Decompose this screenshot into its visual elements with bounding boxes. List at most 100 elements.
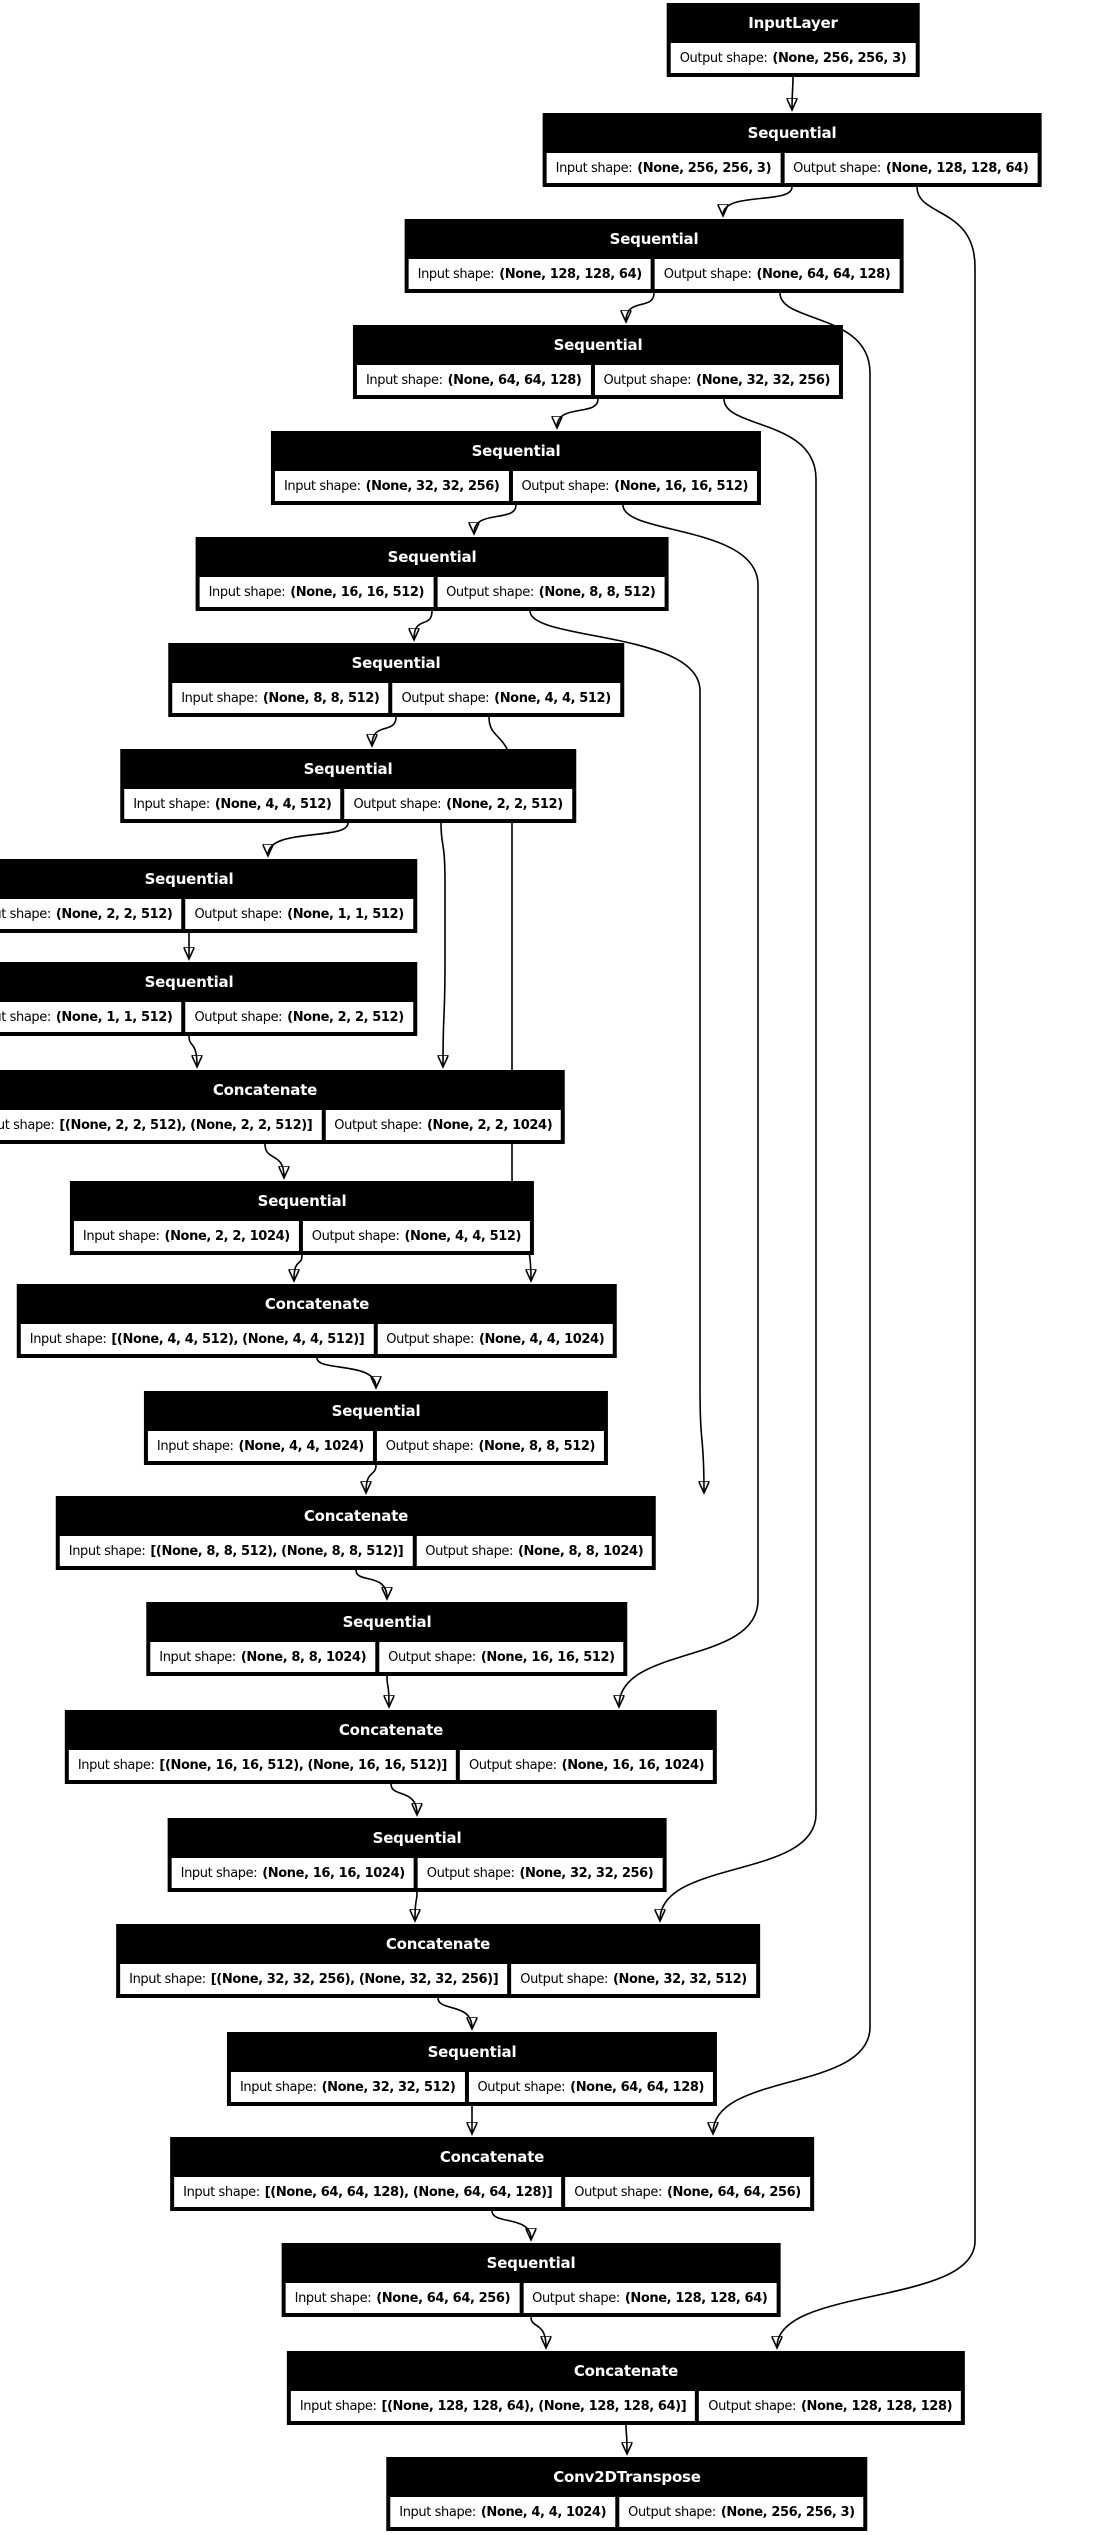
edge-flow-10-11 bbox=[264, 1143, 284, 1177]
input-shape-value: (None, 256, 256, 3) bbox=[637, 160, 772, 176]
node-shape-row: Input shape:(None, 2, 2, 512) Output sha… bbox=[0, 899, 413, 929]
output-shape-label: Output shape: bbox=[426, 1865, 515, 1881]
node-title: Concatenate bbox=[573, 2362, 679, 2380]
output-shape-value: (None, 8, 8, 512) bbox=[538, 584, 656, 600]
output-shape-cell: Output shape:(None, 2, 2, 1024) bbox=[325, 1110, 562, 1140]
output-shape-label: Output shape: bbox=[679, 50, 768, 66]
node-title: Sequential bbox=[372, 1829, 462, 1847]
node-sequential-14: Sequential Input shape:(None, 32, 32, 51… bbox=[226, 2032, 718, 2106]
output-shape-label: Output shape: bbox=[628, 2504, 716, 2520]
edge-flow-16-17 bbox=[390, 1783, 417, 1814]
node-concatenate-1: Concatenate Input shape:[(None, 2, 2, 51… bbox=[0, 1070, 566, 1144]
edge-flow-22-23 bbox=[626, 2424, 627, 2453]
edge-flow-5-6 bbox=[414, 610, 433, 639]
output-shape-label: Output shape: bbox=[663, 266, 752, 282]
output-shape-label: Output shape: bbox=[311, 1228, 400, 1244]
input-shape-label: Input shape: bbox=[82, 1228, 160, 1244]
node-title: Concatenate bbox=[385, 1935, 491, 1953]
edge-skip-3-18 bbox=[660, 398, 817, 1920]
input-shape-cell: Input shape:(None, 64, 64, 256) bbox=[285, 2283, 520, 2313]
node-shape-row: Input shape:(None, 2, 2, 1024) Output sh… bbox=[73, 1221, 531, 1251]
edge-flow-1-2 bbox=[723, 186, 793, 215]
node-shape-row: Input shape:[(None, 32, 32, 256), (None,… bbox=[120, 1964, 756, 1994]
input-shape-value: [(None, 4, 4, 512), (None, 4, 4, 512)] bbox=[111, 1331, 365, 1347]
node-sequential-5: Sequential Input shape:(None, 16, 16, 51… bbox=[195, 537, 669, 611]
output-shape-label: Output shape: bbox=[386, 1331, 474, 1347]
output-shape-label: Output shape: bbox=[385, 1438, 474, 1454]
output-shape-value: (None, 8, 8, 512) bbox=[478, 1438, 596, 1454]
node-sequential-2: Sequential Input shape:(None, 128, 128, … bbox=[404, 219, 904, 293]
node-title: Sequential bbox=[486, 2254, 576, 2272]
edge-flow-7-8 bbox=[268, 822, 349, 855]
output-shape-label: Output shape: bbox=[574, 2184, 662, 2200]
node-title: Sequential bbox=[747, 124, 837, 142]
input-shape-label: Input shape: bbox=[417, 266, 495, 282]
input-shape-label: Input shape: bbox=[156, 1438, 234, 1454]
input-shape-cell: Input shape:(None, 1, 1, 512) bbox=[0, 1002, 182, 1032]
input-shape-cell: Input shape:(None, 4, 4, 1024) bbox=[147, 1431, 373, 1461]
node-title: Concatenate bbox=[303, 1507, 409, 1525]
node-title: Sequential bbox=[144, 973, 234, 991]
edge-skip-2-20 bbox=[713, 292, 871, 2133]
node-sequential-4: Sequential Input shape:(None, 32, 32, 25… bbox=[270, 431, 762, 505]
node-title: Sequential bbox=[609, 230, 699, 248]
edge-flow-9-10 bbox=[188, 1035, 197, 1066]
node-sequential-10: Sequential Input shape:(None, 2, 2, 1024… bbox=[69, 1181, 535, 1255]
node-sequential-8: Sequential Input shape:(None, 2, 2, 512)… bbox=[0, 859, 417, 933]
output-shape-label: Output shape: bbox=[468, 1757, 557, 1773]
edge-flow-6-7 bbox=[372, 716, 397, 745]
input-shape-label: Input shape: bbox=[0, 1117, 55, 1133]
input-shape-value: [(None, 8, 8, 512), (None, 8, 8, 512)] bbox=[150, 1543, 404, 1559]
output-shape-cell: Output shape:(None, 64, 64, 128) bbox=[654, 259, 900, 289]
node-sequential-11: Sequential Input shape:(None, 4, 4, 1024… bbox=[143, 1391, 609, 1465]
input-shape-cell: Input shape:(None, 8, 8, 512) bbox=[172, 683, 389, 713]
node-title: Sequential bbox=[471, 442, 561, 460]
node-shape-row: Input shape:(None, 32, 32, 512) Output s… bbox=[230, 2072, 714, 2102]
node-sequential-3: Sequential Input shape:(None, 64, 64, 12… bbox=[352, 325, 844, 399]
node-shape-row: Input shape:[(None, 16, 16, 512), (None,… bbox=[68, 1750, 714, 1780]
node-title: Sequential bbox=[303, 760, 393, 778]
output-shape-cell: Output shape:(None, 4, 4, 1024) bbox=[377, 1324, 614, 1354]
output-shape-value: (None, 256, 256, 3) bbox=[772, 50, 907, 66]
input-shape-cell: Input shape:(None, 8, 8, 1024) bbox=[150, 1642, 376, 1672]
output-shape-cell: Output shape:(None, 4, 4, 512) bbox=[302, 1221, 531, 1251]
output-shape-cell: Output shape:(None, 8, 8, 512) bbox=[376, 1431, 605, 1461]
node-shape-row: Input shape:(None, 256, 256, 3) Output s… bbox=[546, 153, 1038, 183]
edge-skip-7-10 bbox=[441, 822, 445, 1066]
output-shape-value: (None, 16, 16, 512) bbox=[614, 478, 749, 494]
edge-flow-13-14 bbox=[366, 1464, 377, 1492]
output-shape-cell: Output shape:(None, 32, 32, 256) bbox=[594, 365, 840, 395]
output-shape-cell: Output shape:(None, 128, 128, 128) bbox=[699, 2391, 962, 2421]
output-shape-cell: Output shape:(None, 32, 32, 256) bbox=[417, 1858, 663, 1888]
node-title: Sequential bbox=[427, 2043, 517, 2061]
edge-skip-5-14 bbox=[529, 610, 704, 1492]
node-title: Concatenate bbox=[264, 1295, 370, 1313]
node-sequential-9: Sequential Input shape:(None, 1, 1, 512)… bbox=[0, 962, 417, 1036]
output-shape-cell: Output shape:(None, 64, 64, 128) bbox=[468, 2072, 714, 2102]
output-shape-label: Output shape: bbox=[521, 478, 610, 494]
output-shape-value: (None, 2, 2, 512) bbox=[446, 796, 563, 812]
output-shape-cell: Output shape:(None, 256, 256, 3) bbox=[619, 2497, 864, 2527]
input-shape-cell: Input shape:[(None, 2, 2, 512), (None, 2… bbox=[0, 1110, 322, 1140]
input-shape-value: (None, 128, 128, 64) bbox=[499, 266, 642, 282]
input-shape-value: (None, 32, 32, 512) bbox=[321, 2079, 456, 2095]
input-shape-cell: Input shape:[(None, 64, 64, 128), (None,… bbox=[174, 2177, 562, 2207]
output-shape-cell: Output shape:(None, 8, 8, 1024) bbox=[416, 1536, 653, 1566]
edge-flow-11-12 bbox=[294, 1254, 303, 1280]
edge-flow-15-16 bbox=[387, 1675, 389, 1706]
node-sequential-1: Sequential Input shape:(None, 256, 256, … bbox=[542, 113, 1042, 187]
node-concatenate-3: Concatenate Input shape:[(None, 8, 8, 51… bbox=[55, 1496, 657, 1570]
node-shape-row: Input shape:(None, 8, 8, 1024) Output sh… bbox=[150, 1642, 624, 1672]
output-shape-cell: Output shape:(None, 32, 32, 512) bbox=[511, 1964, 756, 1994]
input-shape-value: [(None, 2, 2, 512), (None, 2, 2, 512)] bbox=[59, 1117, 313, 1133]
input-shape-cell: Input shape:[(None, 16, 16, 512), (None,… bbox=[68, 1750, 456, 1780]
node-title: Sequential bbox=[342, 1613, 432, 1631]
input-shape-cell: Input shape:[(None, 4, 4, 512), (None, 4… bbox=[20, 1324, 374, 1354]
output-shape-value: (None, 1, 1, 512) bbox=[287, 906, 404, 922]
node-title: Sequential bbox=[553, 336, 643, 354]
output-shape-cell: Output shape:(None, 2, 2, 512) bbox=[185, 1002, 413, 1032]
output-shape-value: (None, 4, 4, 512) bbox=[404, 1228, 522, 1244]
node-concatenate-4: Concatenate Input shape:[(None, 16, 16, … bbox=[64, 1710, 718, 1784]
input-shape-cell: Input shape:(None, 4, 4, 512) bbox=[124, 789, 341, 819]
